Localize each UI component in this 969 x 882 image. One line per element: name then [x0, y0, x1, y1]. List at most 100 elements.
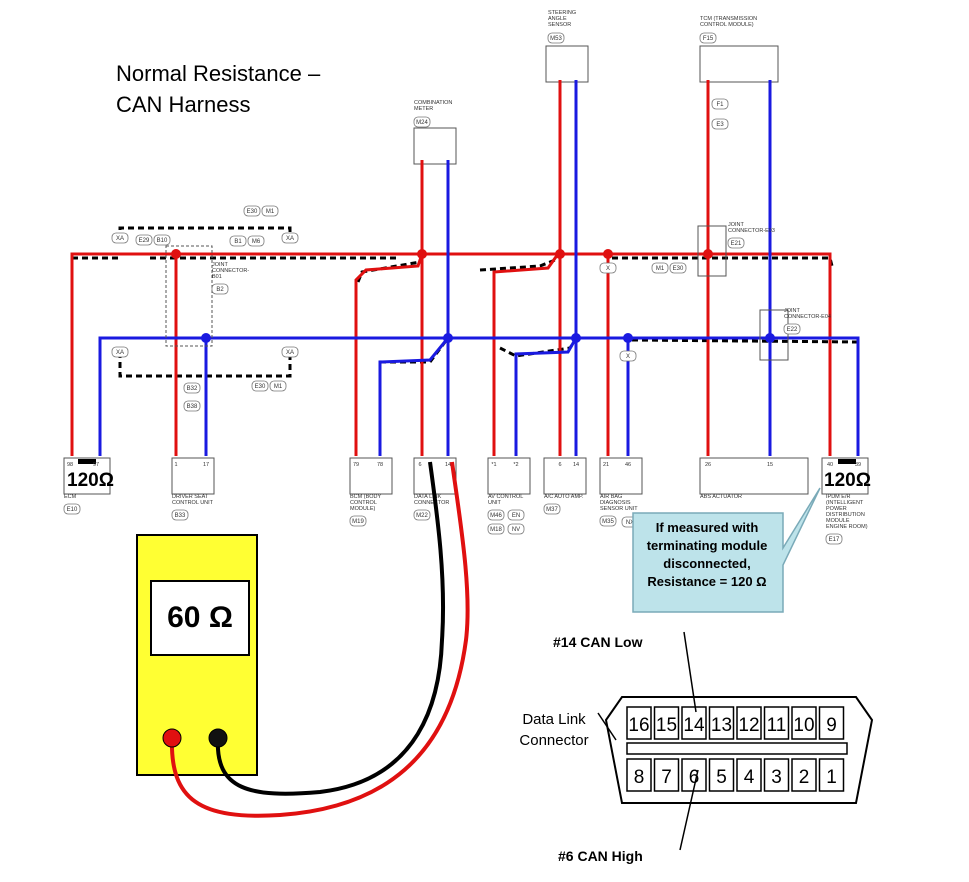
ecm-terminator-value: 120Ω [67, 470, 114, 491]
tag-e3: E3 [711, 118, 729, 130]
meter-display: 60 Ω [150, 580, 250, 656]
joint-connector-b01-label-line: B01 [212, 274, 222, 280]
data-link-connector-code-tag-text: M22 [416, 513, 428, 519]
tag-xa-bottom-right: XA [281, 346, 299, 358]
tcm-box [699, 45, 779, 83]
red-probe-jack [162, 728, 182, 748]
harness-dashed-outlines [72, 226, 859, 378]
dlc-pin-box [626, 758, 652, 792]
bcm-pin: 79 [353, 462, 359, 468]
dlc-pin-number: 15 [656, 715, 677, 736]
tag-xa-top-left-text: XA [116, 236, 124, 242]
driver-seat-control-unit-label-line: DRIVER SEAT [172, 494, 209, 500]
tag-x-blue: X [619, 350, 637, 362]
air-bag-diagnosis-sensor-unit-pin: 46 [625, 462, 631, 468]
tag-e29-text: E29 [139, 238, 150, 244]
av-control-unit-label-line: UNIT [488, 500, 501, 506]
tcm-code-tag-text: F15 [703, 36, 714, 42]
can-high-label: #6 CAN High [558, 848, 643, 864]
dlc-pin-number: 11 [767, 715, 787, 736]
dlc-label-leader [597, 712, 617, 741]
callout-line-4: Resistance = 120 Ω [647, 574, 767, 589]
tag-m6: M6 [247, 235, 265, 247]
ipdm-er-label-line: DISTRIBUTION [826, 512, 865, 518]
data-link-connector-code-tag: M22 [413, 509, 431, 521]
air-bag-diagnosis-sensor-unit-code-tag: M35 [599, 515, 617, 527]
air-bag-diagnosis-sensor-unit-code-tag-text: M35 [602, 519, 614, 525]
joint-connector-e03-label-line: CONNECTOR-E03 [728, 228, 775, 234]
tag-b1: B1 [229, 235, 247, 247]
tag-m6-text: M6 [252, 239, 261, 245]
can-high-leader [679, 769, 699, 851]
can-low-label: #14 CAN Low [553, 634, 643, 650]
tag-e30-right-text: E30 [673, 266, 684, 272]
dlc-pin-box [791, 706, 817, 740]
tag-e30-bottom-text: E30 [255, 384, 266, 390]
tag-m18-text: M18 [490, 527, 502, 533]
dlc-pin-number: 7 [661, 767, 672, 788]
dlc-pin-number: 9 [826, 715, 837, 736]
steering-angle-sensor-label-line: STEERING [548, 10, 576, 16]
tag-nv-text: NV [512, 527, 520, 533]
dlc-pin-box [708, 706, 735, 740]
steering-angle-sensor-code-tag-text: M53 [550, 36, 562, 42]
tag-m1-top: M1 [261, 205, 279, 217]
dlc-pin-number: 10 [793, 715, 814, 736]
joint-connector-boxes [165, 225, 789, 361]
joint-connector-e03-code-tag-text: E21 [731, 241, 742, 247]
red-test-lead [169, 461, 470, 818]
joint-connector-b01-code-tag: B2 [211, 283, 229, 295]
combination-meter-code-tag-text: M24 [416, 120, 428, 126]
combination-meter-label-line: COMBINATION [414, 100, 452, 106]
combination-meter-box [413, 127, 457, 165]
tag-en: EN [507, 509, 525, 521]
driver-seat-control-unit-code-tag: B33 [171, 509, 189, 521]
driver-seat-control-unit-pin: 17 [203, 462, 209, 468]
air-bag-diagnosis-sensor-unit-label-line: SENSOR UNIT [600, 506, 638, 512]
ecm-pin-marker [78, 459, 96, 464]
dlc-pin-number: 6 [689, 767, 700, 788]
av-control-unit-pin: *1 [491, 462, 496, 468]
tag-m1-right: M1 [651, 262, 669, 274]
steering-angle-sensor-label-line: SENSOR [548, 22, 571, 28]
dlc-pin-box [653, 758, 680, 792]
tag-m1-top-text: M1 [266, 209, 275, 215]
ecm-code-tag-text: E10 [67, 507, 78, 513]
tag-nv: NV [507, 523, 525, 535]
tag-m1-right-text: M1 [656, 266, 665, 272]
junction-dots [171, 249, 775, 343]
air-bag-diagnosis-sensor-unit-pin: 21 [603, 462, 609, 468]
tag-m18: M18 [487, 523, 505, 535]
dlc-pin-box [763, 706, 790, 740]
ecm-code-tag: E10 [63, 503, 81, 515]
combination-meter-code-tag: M24 [413, 116, 431, 128]
dlc-pin-box [763, 758, 790, 792]
tcm-code-tag: F15 [699, 32, 717, 44]
joint-connector-e04-label-line: JOINT [784, 308, 801, 314]
bcm-label-line: MODULE) [350, 506, 376, 512]
callout-text: If measured with terminating module disc… [633, 519, 781, 591]
joint-connector-b01-label-line: CONNECTOR- [212, 268, 249, 274]
tag-x-red-text: X [606, 266, 610, 272]
steering-angle-sensor-code-tag: M53 [547, 32, 565, 44]
abs-actuator-pin: 26 [705, 462, 711, 468]
dlc-pin-number: 3 [771, 767, 782, 788]
ecm-pin: 97 [93, 462, 99, 468]
abs-actuator-label-line: ABS ACTUATOR [700, 494, 742, 500]
ipdm-er-label-line: IPDM E/R [826, 494, 850, 500]
ipdm-pin-marker [838, 459, 856, 464]
driver-seat-control-unit-code-tag-text: B33 [175, 513, 186, 519]
black-probe-jack [208, 728, 228, 748]
tag-f1-text: F1 [716, 102, 724, 108]
data-link-connector-label-line: CONNECTOR [414, 500, 449, 506]
ecm-label-line: ECM [64, 494, 77, 500]
ac-auto-amp-code-tag-text: M37 [546, 507, 558, 513]
data-link-connector-label-line: DATA LINK [414, 494, 442, 500]
callout-shape [632, 487, 821, 613]
tag-xa-bottom-left: XA [111, 346, 129, 358]
callout-line-3: disconnected, [663, 556, 751, 571]
tag-m1-bottom: M1 [269, 380, 287, 392]
bcm-code-tag-text: M19 [352, 519, 364, 525]
ac-auto-amp-code-tag: M37 [543, 503, 561, 515]
